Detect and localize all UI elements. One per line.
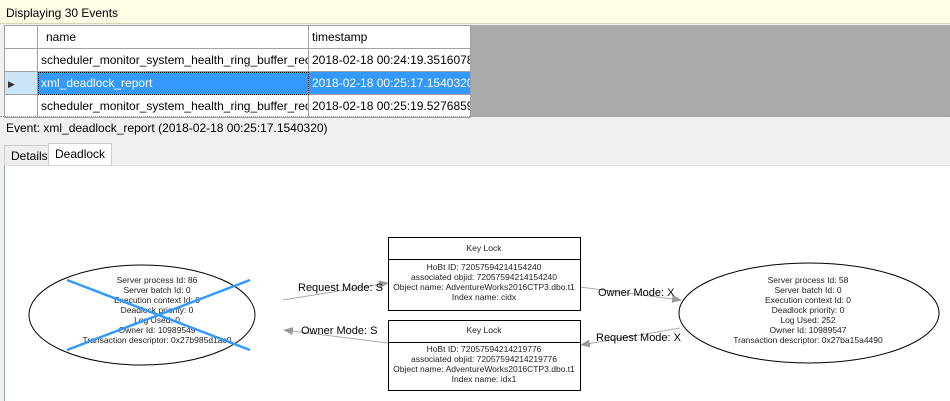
resource-title: Key Lock [467, 325, 503, 335]
table-row[interactable]: scheduler_monitor_system_health_ring_buf… [4, 94, 471, 118]
process-field: Transaction descriptor: 0x27b985d1ac0 [83, 335, 232, 345]
resource-field: Object name: AdventureWorks2016CTP3.dbo.… [393, 364, 575, 374]
process-field: Execution context Id: 0 [114, 295, 200, 305]
edge-owner-s [283, 327, 389, 344]
edge-owner-x [579, 286, 682, 303]
resource-node-key-lock[interactable]: Key Lock HoBt ID: 72057594214154240 asso… [388, 237, 581, 311]
resource-field: associated objid: 72057594214154240 [411, 272, 557, 282]
process-node[interactable]: Server process Id: 58 Server batch Id: 0… [678, 262, 940, 364]
edge-label: Owner Mode: S [301, 325, 377, 337]
resource-field: HoBt ID: 72057594214154240 [427, 262, 542, 272]
cell-timestamp[interactable]: 2018-02-18 00:25:19.5276859 [308, 94, 471, 118]
splitter[interactable] [0, 116, 950, 119]
event-label: Event: xml_deadlock_report (2018-02-18 0… [6, 121, 328, 135]
process-field: Owner Id: 10989549 [118, 325, 195, 335]
process-field: Server process Id: 58 [768, 275, 849, 285]
cell-name[interactable]: xml_deadlock_report [37, 71, 309, 95]
process-field: Execution context Id: 0 [765, 295, 851, 305]
process-field: Transaction descriptor: 0x27ba15a4490 [733, 335, 883, 345]
process-field: Deadlock priority: 0 [121, 305, 194, 315]
process-field: Deadlock priority: 0 [772, 305, 845, 315]
row-header[interactable] [4, 48, 38, 72]
resource-title: Key Lock [467, 243, 503, 253]
process-field: Log Used: 252 [780, 315, 836, 325]
edge-label: Request Mode: X [596, 332, 682, 344]
process-field: Server process Id: 86 [117, 275, 198, 285]
tab-deadlock[interactable]: Deadlock [48, 143, 113, 166]
column-header-timestamp[interactable]: timestamp [308, 25, 471, 49]
resource-field: HoBt ID: 72057594214219776 [427, 344, 542, 354]
edge-request-s [282, 280, 389, 301]
edge-request-x [580, 327, 681, 348]
resource-field: Index name: idx1 [452, 374, 517, 384]
row-header[interactable]: ▶ [4, 71, 38, 95]
process-field: Log Used: 0 [134, 315, 180, 325]
process-field: Server batch Id: 0 [123, 285, 190, 295]
row-header[interactable] [4, 94, 38, 118]
current-row-arrow-icon: ▶ [8, 79, 15, 89]
table-row[interactable]: scheduler_monitor_system_health_ring_buf… [4, 48, 471, 72]
edge-label: Owner Mode: X [598, 287, 675, 299]
events-count-header: Displaying 30 Events [0, 0, 950, 24]
victim-x-icon [66, 278, 251, 352]
process-field: Server batch Id: 0 [774, 285, 841, 295]
victim-process-node[interactable]: Server process Id: 86 Server batch Id: 0… [28, 264, 256, 366]
grid-empty-area [470, 25, 950, 117]
cell-name[interactable]: scheduler_monitor_system_health_ring_buf… [37, 94, 309, 118]
edge-label: Request Mode: S [298, 282, 383, 294]
resource-field: associated objid: 72057594214219776 [411, 354, 557, 364]
resource-field: Index name: cidx [452, 292, 517, 302]
tab-details[interactable]: Details [4, 145, 55, 167]
resource-node-key-lock[interactable]: Key Lock HoBt ID: 72057594214219776 asso… [388, 320, 581, 391]
resource-field: Object name: AdventureWorks2016CTP3.dbo.… [393, 282, 575, 292]
cell-timestamp[interactable]: 2018-02-18 00:24:19.3516078 [308, 48, 471, 72]
process-field: Owner Id: 10989547 [769, 325, 846, 335]
